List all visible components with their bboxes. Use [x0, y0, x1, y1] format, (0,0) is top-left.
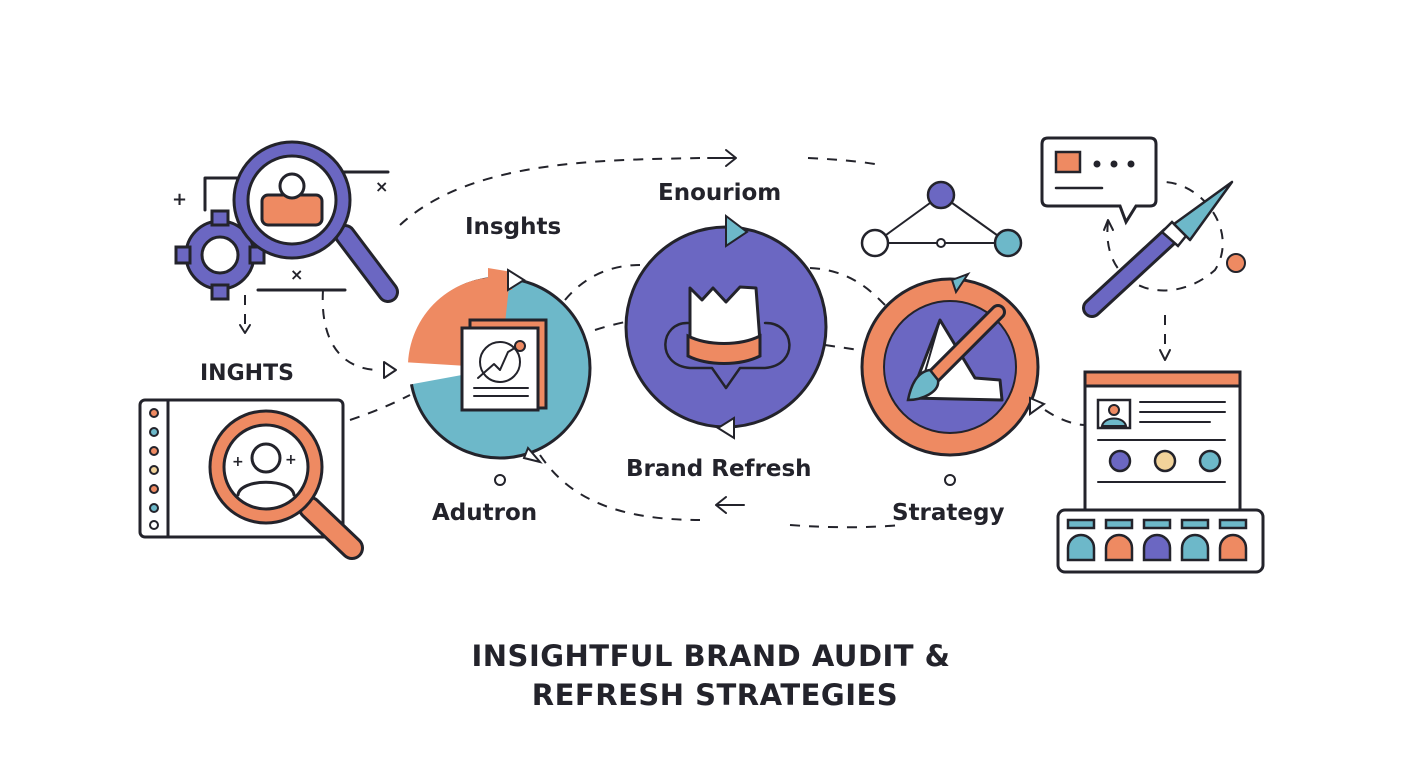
- website-layout-icon: [1056, 370, 1265, 574]
- pen-brush-icon: [1082, 180, 1246, 318]
- svg-text:×: ×: [290, 265, 303, 284]
- svg-text:+: +: [232, 454, 244, 470]
- chat-bubble-icon: [1040, 136, 1158, 226]
- label-adutron: Adutron: [432, 500, 537, 526]
- svg-text:+: +: [172, 189, 187, 210]
- label-brand-refresh: Brand Refresh: [626, 456, 812, 482]
- label-inghts: INGHTS: [200, 361, 294, 386]
- profile-search-panel: + +: [138, 398, 364, 560]
- magnifier-gear-icon: + × ×: [172, 140, 399, 303]
- title-line-2: REFRESH STRATEGIES: [532, 678, 898, 712]
- label-insghts: Insghts: [465, 214, 561, 240]
- network-nodes-icon: [860, 180, 1023, 258]
- title-line-1: INSIGHTFUL BRAND AUDIT &: [472, 639, 951, 673]
- svg-text:+: +: [285, 452, 297, 468]
- label-enouriom: Enouriom: [658, 180, 781, 206]
- svg-text:×: ×: [375, 177, 388, 196]
- brand-refresh-crown-circle: [624, 213, 828, 440]
- label-strategy: Strategy: [892, 500, 1004, 526]
- strategy-paintbrush-circle: [860, 271, 1047, 486]
- arrow-icons: [239, 149, 1171, 514]
- audit-report-circle: [402, 268, 592, 486]
